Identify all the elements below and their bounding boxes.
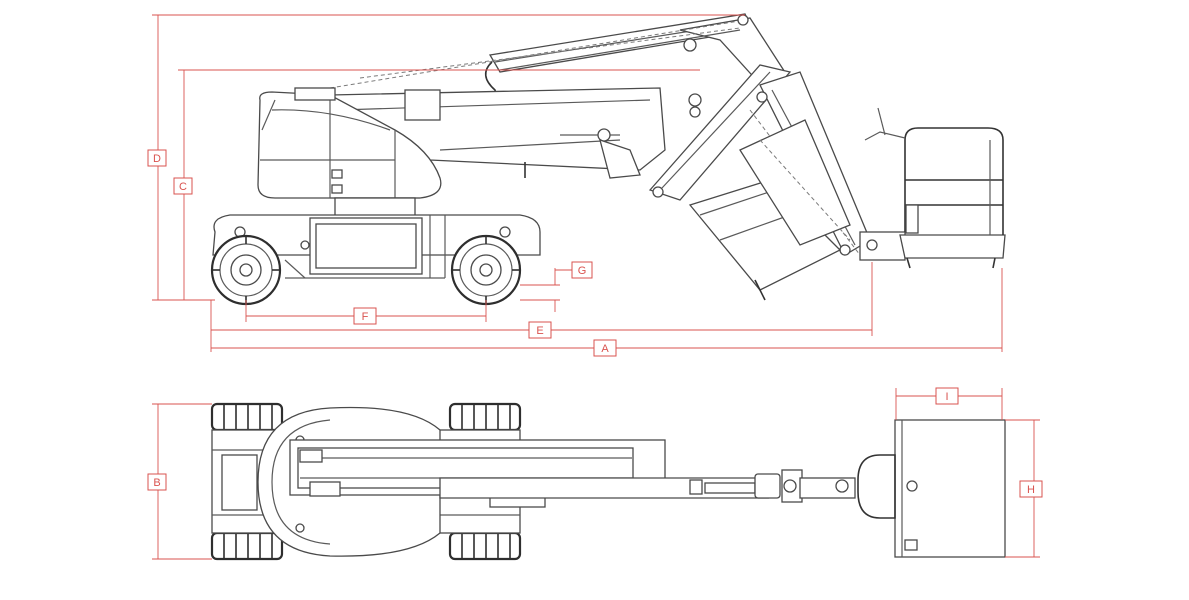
svg-text:H: H xyxy=(1027,484,1035,496)
side-basket-alt-position xyxy=(688,119,851,301)
dimension-label-A: A xyxy=(593,339,617,357)
side-turret xyxy=(257,87,442,217)
dimension-label-B: B xyxy=(147,473,167,491)
top-tire-rear-right xyxy=(210,531,284,561)
side-front-wheel xyxy=(450,234,522,306)
dimension-label-G: G xyxy=(571,261,593,279)
side-view xyxy=(152,13,1006,352)
side-basket xyxy=(859,107,1006,269)
top-jib-arm xyxy=(439,469,856,503)
dimension-label-E: E xyxy=(528,321,552,339)
top-basket xyxy=(857,419,1006,558)
top-tire-front-right xyxy=(448,531,522,561)
svg-text:C: C xyxy=(179,181,187,193)
svg-text:D: D xyxy=(153,153,161,165)
dimension-label-C: C xyxy=(173,177,193,195)
dimension-label-I: I xyxy=(935,387,959,405)
side-rear-wheel xyxy=(210,234,282,306)
svg-text:B: B xyxy=(153,477,160,489)
svg-text:F: F xyxy=(362,311,369,323)
top-tire-rear-left xyxy=(210,402,284,432)
dimension-label-D: D xyxy=(147,149,167,167)
svg-text:E: E xyxy=(536,325,543,337)
top-view xyxy=(152,388,1040,561)
top-main-boom xyxy=(289,439,666,508)
svg-text:A: A xyxy=(601,343,609,355)
dimension-label-F: F xyxy=(353,307,377,325)
svg-text:I: I xyxy=(945,391,948,403)
top-tire-front-left xyxy=(448,402,522,432)
svg-text:G: G xyxy=(578,265,587,277)
dimension-label-H: H xyxy=(1019,480,1043,498)
side-chassis xyxy=(212,214,541,279)
